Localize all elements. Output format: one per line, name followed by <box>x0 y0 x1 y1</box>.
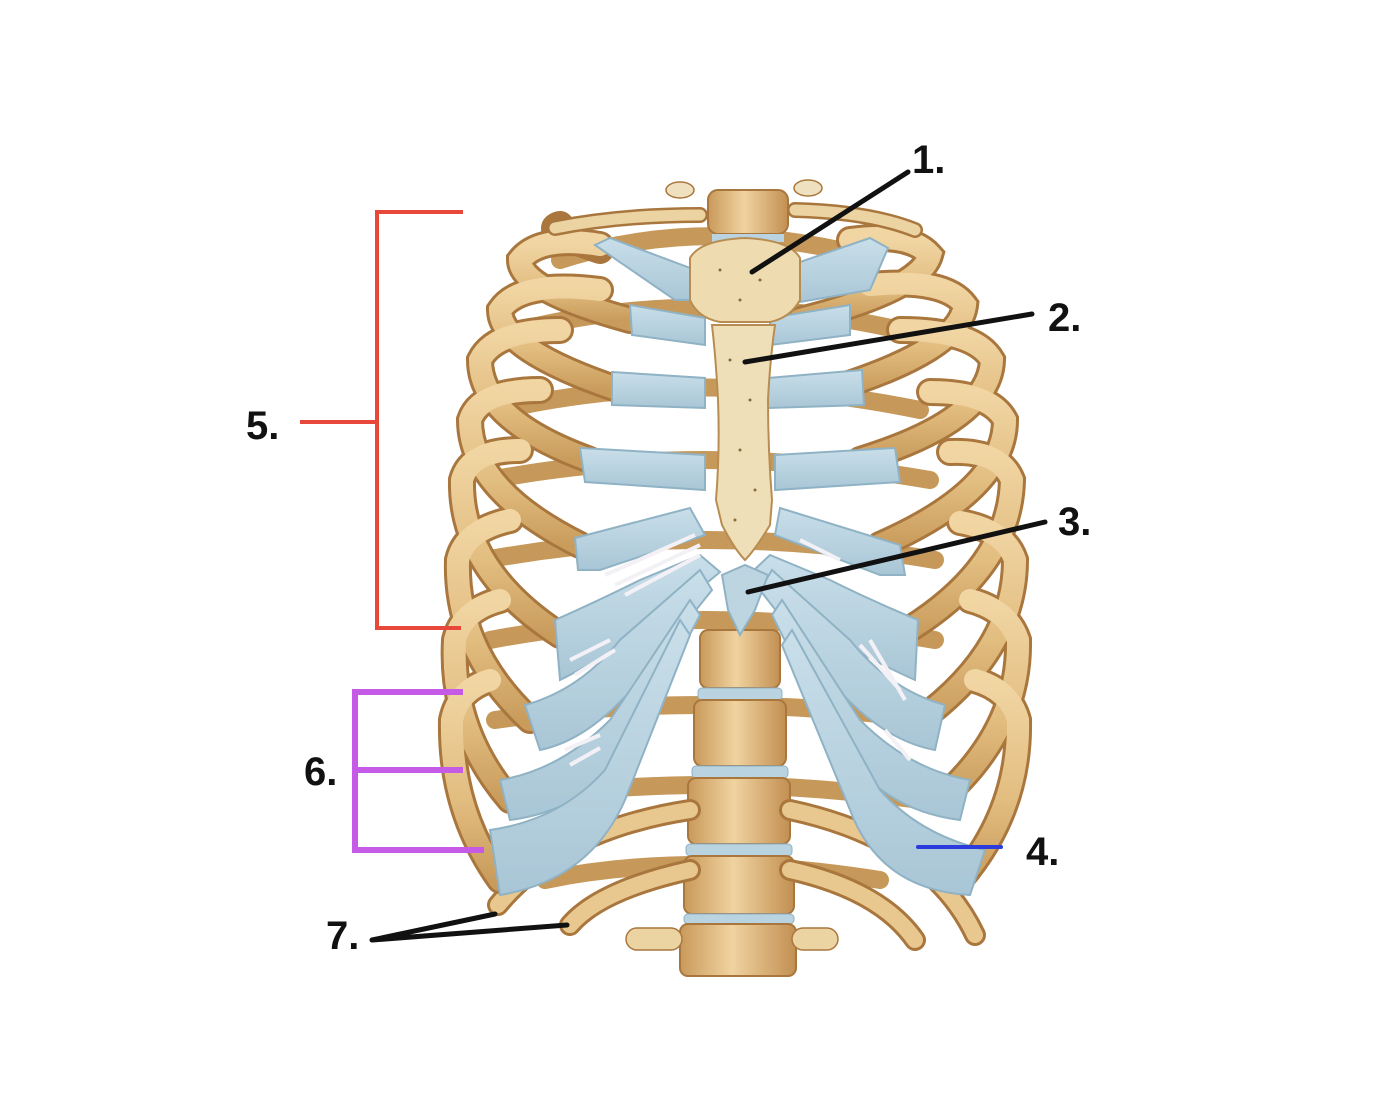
leader-line-2 <box>742 311 1035 365</box>
label-7: 7. <box>326 914 360 958</box>
label-3: 3. <box>1058 500 1092 544</box>
leader-lines <box>369 169 1048 943</box>
label-4: 4. <box>1026 830 1060 874</box>
bracket-5-true-ribs <box>300 210 463 630</box>
xiphoid-process <box>720 563 770 638</box>
leader-line-3 <box>745 519 1048 595</box>
label-6: 6. <box>304 750 338 794</box>
sternum <box>689 236 801 638</box>
label-2: 2. <box>1048 296 1082 340</box>
vertebral-column <box>625 179 839 977</box>
sternal-body <box>710 324 777 562</box>
costal-cartilages <box>488 236 987 897</box>
label-5: 5. <box>246 404 280 448</box>
leader-line-7 <box>369 911 570 943</box>
label-1: 1. <box>912 138 946 182</box>
leader-line-1 <box>749 169 911 275</box>
bracket-6-false-ribs <box>352 689 484 853</box>
ligaments <box>564 533 912 767</box>
